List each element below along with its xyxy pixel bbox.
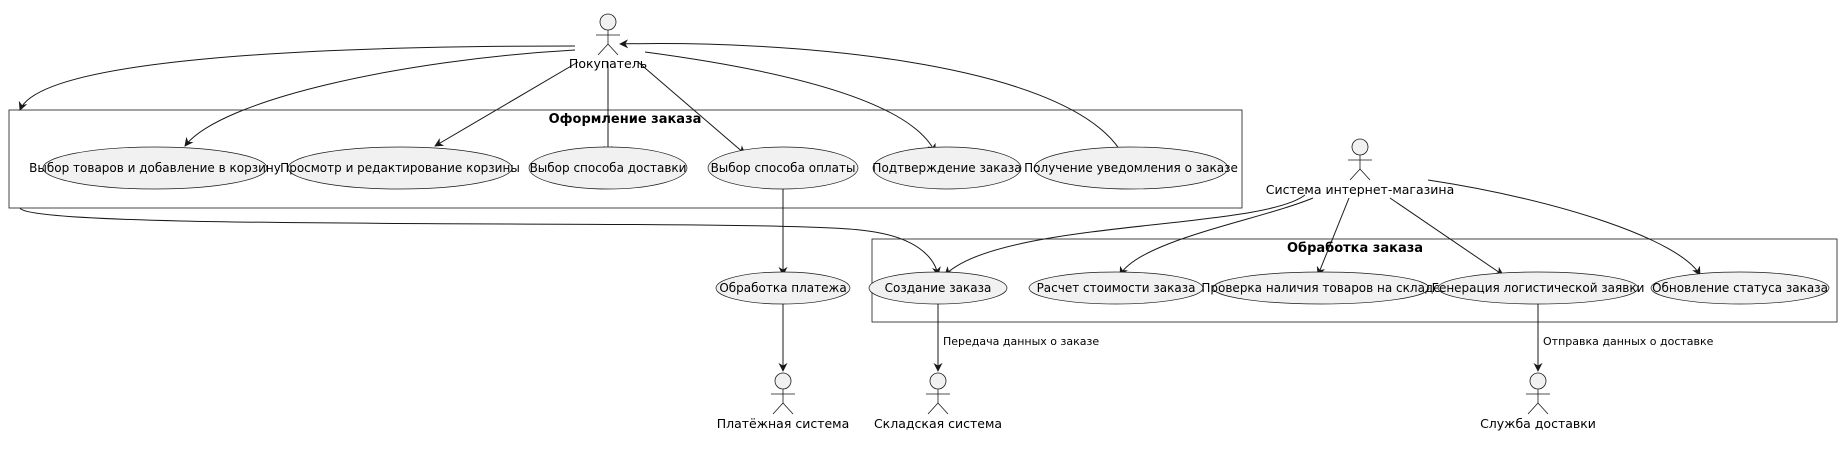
actor-shop: Система интернет-магазина	[1266, 138, 1455, 197]
actor-buyer-label: Покупатель	[569, 56, 647, 71]
edge-checkout-create-order	[19, 207, 941, 276]
package-checkout: Оформление заказа	[8, 109, 1243, 209]
usecase-process-payment: Обработка платежа	[715, 271, 851, 305]
actor-shop-icon	[1348, 138, 1372, 181]
svg-text:Выбор способа доставки: Выбор способа доставки	[530, 161, 687, 175]
actor-warehouse-icon	[926, 372, 950, 415]
edge-shop-update-status	[1427, 179, 1701, 276]
edges	[18, 39, 1701, 372]
usecase-notification: Получение уведомления о заказе	[1024, 146, 1238, 190]
edge-buyer-payment-method	[637, 61, 746, 155]
usecase-check-stock: Проверка наличия товаров на складе	[1201, 271, 1441, 305]
svg-text:Обновление статуса заказа: Обновление статуса заказа	[1652, 281, 1828, 295]
usecase-select-goods: Выбор товаров и добавление в корзину	[29, 146, 281, 190]
actor-warehouse: Складская система	[874, 372, 1002, 431]
usecase-create-order: Создание заказа	[868, 271, 1008, 305]
edge-shop-create-order	[944, 194, 1306, 276]
package-checkout-title: Оформление заказа	[549, 112, 702, 127]
edge-buyer-checkout	[18, 45, 576, 111]
package-processing-title: Обработка заказа	[1287, 241, 1423, 256]
svg-text:Просмотр и редактирование корз: Просмотр и редактирование корзины	[280, 161, 520, 175]
usecase-confirm: Подтверждение заказа	[872, 146, 1022, 190]
usecase-view-cart: Просмотр и редактирование корзины	[280, 146, 520, 190]
edge-buyer-view-cart	[434, 61, 579, 147]
svg-text:Выбор способа оплаты: Выбор способа оплаты	[711, 161, 856, 175]
edge-label-to-delivery: Отправка данных о доставке	[1543, 335, 1714, 348]
usecase-delivery-method: Выбор способа доставки	[528, 146, 688, 190]
actor-delivery-label: Служба доставки	[1480, 416, 1596, 431]
svg-text:Получение уведомления о заказе: Получение уведомления о заказе	[1024, 161, 1238, 175]
actor-buyer: Покупатель	[569, 13, 647, 71]
edge-buyer-confirm	[644, 51, 936, 153]
actor-delivery: Служба доставки	[1480, 372, 1596, 431]
svg-text:Обработка платежа: Обработка платежа	[719, 281, 846, 295]
svg-text:Проверка наличия товаров на ск: Проверка наличия товаров на складе	[1201, 281, 1440, 295]
usecase-logistics: Генерация логистической заявки	[1432, 271, 1645, 305]
actor-payment-label: Платёжная система	[717, 416, 850, 431]
edge-label-to-warehouse: Передача данных о заказе	[943, 335, 1099, 348]
svg-text:Расчет стоимости заказа: Расчет стоимости заказа	[1037, 281, 1196, 295]
actor-delivery-icon	[1526, 372, 1550, 415]
svg-text:Подтверждение заказа: Подтверждение заказа	[872, 161, 1021, 175]
edge-shop-check-stock	[1316, 197, 1350, 276]
edge-shop-calc-cost	[1119, 197, 1314, 276]
actor-buyer-icon	[596, 13, 620, 56]
edge-notification-buyer	[619, 39, 1121, 151]
actor-payment-icon	[771, 372, 795, 415]
package-processing: Обработка заказа	[871, 238, 1838, 323]
usecase-payment-method: Выбор способа оплаты	[707, 146, 859, 190]
svg-text:Выбор товаров и добавление в к: Выбор товаров и добавление в корзину	[29, 161, 281, 175]
edge-buyer-select-goods	[184, 49, 576, 147]
usecase-update-status: Обновление статуса заказа	[1650, 271, 1830, 305]
actor-payment: Платёжная система	[717, 372, 850, 431]
svg-text:Создание заказа: Создание заказа	[885, 281, 992, 295]
edge-shop-logistics	[1389, 197, 1504, 276]
actor-shop-label: Система интернет-магазина	[1266, 182, 1455, 197]
svg-text:Генерация логистической заявки: Генерация логистической заявки	[1432, 281, 1645, 295]
usecase-calc-cost: Расчет стоимости заказа	[1028, 271, 1204, 305]
actor-warehouse-label: Складская система	[874, 416, 1002, 431]
